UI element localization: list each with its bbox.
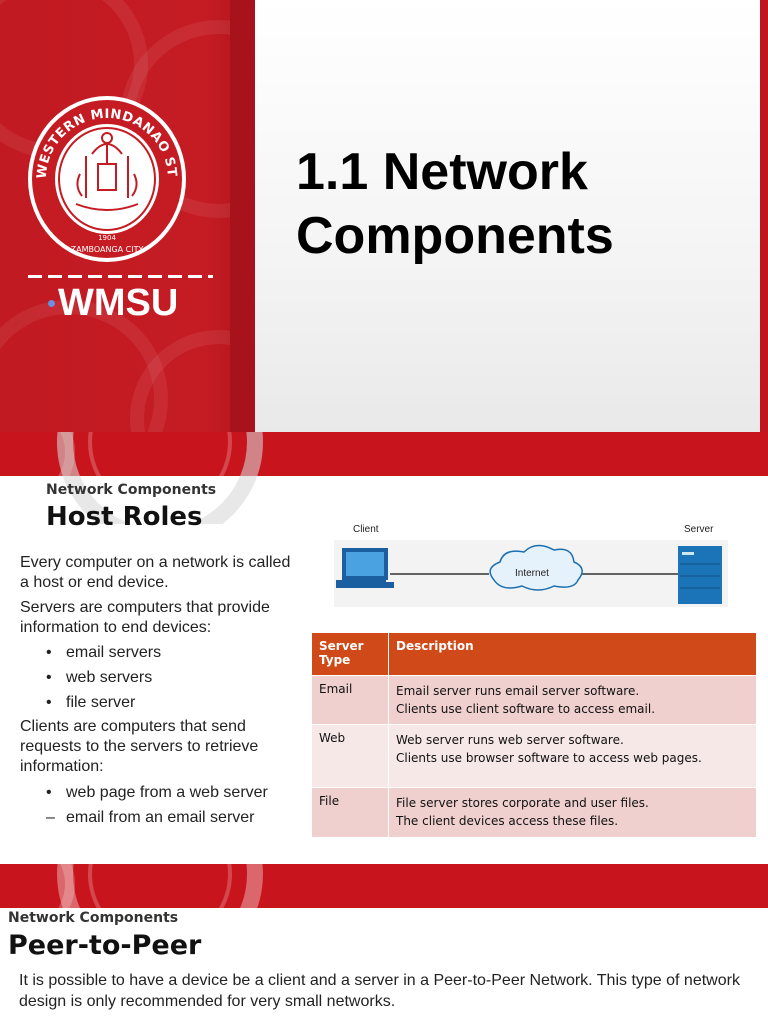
table-row: File File server stores corporate and us… [311,787,757,838]
header-seal-watermark [0,864,275,956]
section-label: Network Components [8,910,179,926]
client-server-diagram: Client Server Internet [334,522,728,607]
server-icon [678,546,722,604]
table-row: Web Web server runs web server software.… [311,724,757,788]
table-header-row: Server Type Description [311,632,757,676]
wmsu-logo-text: WMSU [58,282,179,324]
list-item: •email servers [46,644,162,661]
column-header: Server Type [311,632,389,676]
list-item: •file server [46,694,136,711]
logo-dashed-rule [28,275,213,278]
right-edge-strip [760,0,768,432]
client-label: Client [353,524,379,535]
computer-icon [336,548,394,588]
slide-heading: Host Roles [46,502,203,532]
red-divider-strip [230,0,255,432]
bullet-dot [48,300,55,307]
description-cell: File server stores corporate and user fi… [388,787,757,838]
internet-label: Internet [515,568,549,579]
server-types-table: Server Type Description Email Email serv… [311,632,757,838]
intro-text: Every computer on a network is called a … [20,554,291,591]
slide-header-bar [0,864,768,908]
server-type-cell: Email [311,675,389,725]
slide-title: 1.1 Network Components [296,143,614,265]
list-item: •web servers [46,669,153,686]
server-type-cell: Web [311,724,389,788]
servers-text: Servers are computers that provide infor… [20,599,270,636]
title-content-area [255,0,768,432]
title-red-panel: WESTERN MINDANAO STATE UNIVERSITY 1904 Z… [0,0,255,432]
list-item: –email from an email server [46,809,255,826]
peer-to-peer-slide: Network Components Peer-to-Peer It is po… [0,864,768,1024]
list-item: •web page from a web server [46,784,268,801]
title-slide: WESTERN MINDANAO STATE UNIVERSITY 1904 Z… [0,0,768,432]
description-cell: Web server runs web server software.Clie… [388,724,757,788]
server-type-cell: File [311,787,389,838]
university-seal-logo: WESTERN MINDANAO STATE UNIVERSITY 1904 Z… [26,94,186,262]
server-bullet-list: •email servers •web servers •file server [46,643,161,718]
network-drawing [334,540,728,607]
cloud-icon [489,544,583,591]
seal-city: ZAMBOANGA CITY [71,245,144,254]
server-label: Server [684,524,714,535]
column-header: Description [388,632,757,676]
clients-text: Clients are computers that send requests… [20,718,259,775]
seal-year: 1904 [98,234,116,242]
header-seal-watermark [0,432,275,524]
table-row: Email Email server runs email server sof… [311,675,757,725]
body-text: It is possible to have a device be a cli… [19,972,740,1010]
slide-heading: Peer-to-Peer [8,930,202,961]
host-roles-slide: Network Components Host Roles Every comp… [0,432,768,864]
client-bullet-list: •web page from a web server –email from … [46,783,268,833]
section-label: Network Components [46,482,217,498]
slide-header-bar [0,432,768,476]
description-cell: Email server runs email server software.… [388,675,757,725]
